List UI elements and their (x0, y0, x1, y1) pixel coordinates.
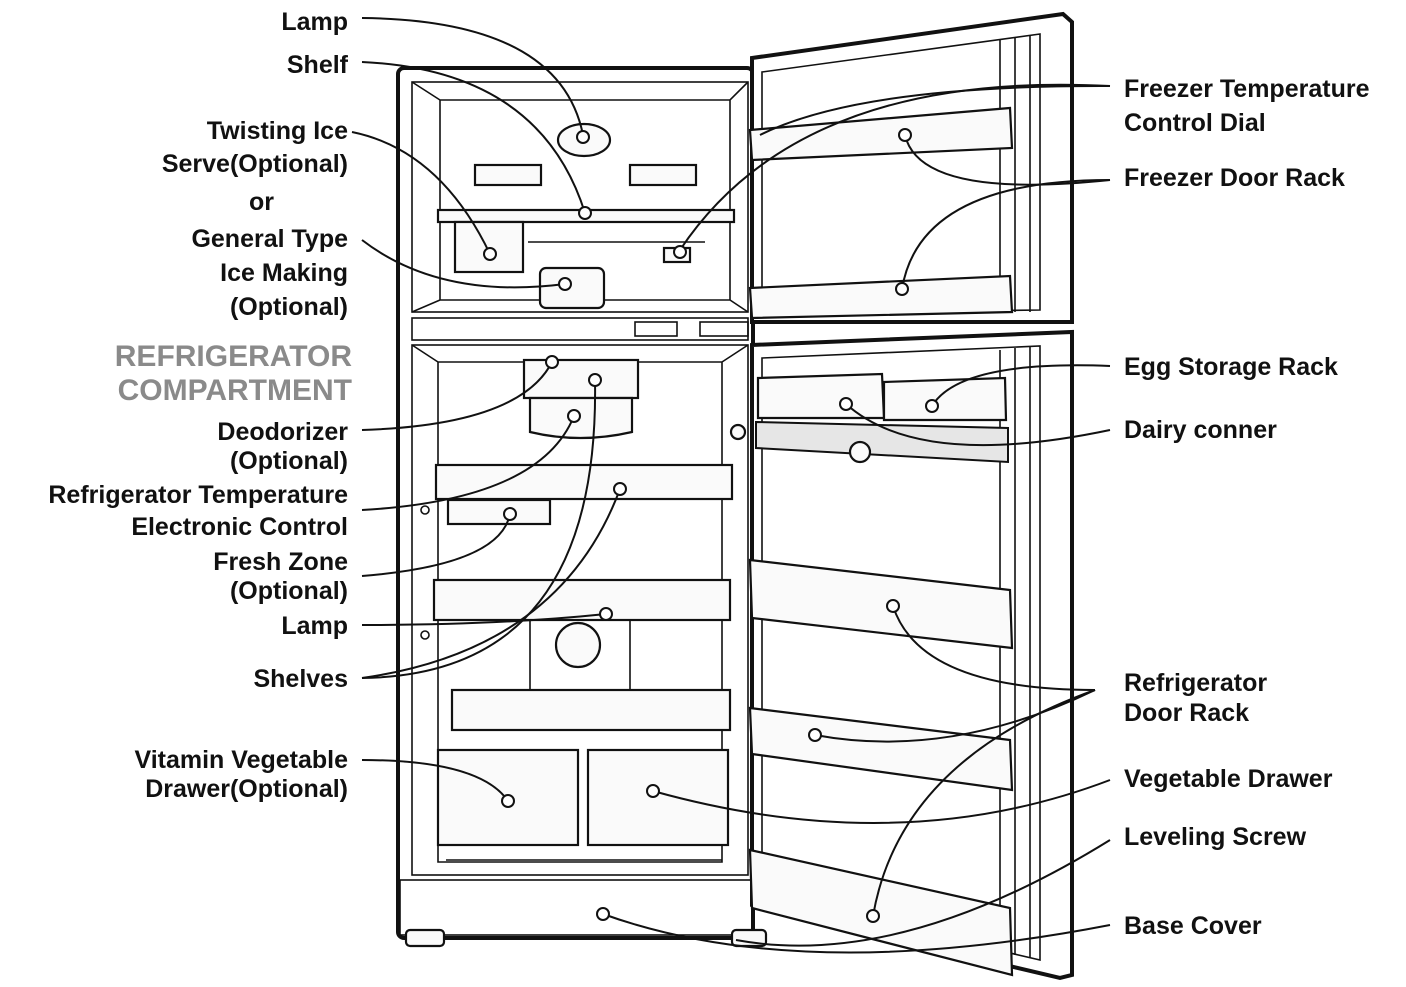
label-lamp-top: Lamp (281, 8, 348, 36)
label-fridge-temp-1: Refrigerator Temperature (48, 481, 348, 509)
label-vitamin-2: Drawer(Optional) (145, 775, 348, 803)
callout-points (483, 128, 939, 923)
label-general-ice-2: Ice Making (220, 259, 348, 287)
label-freezer-temp-1: Freezer Temperature (1124, 75, 1370, 103)
label-base-cover: Base Cover (1124, 912, 1262, 940)
left-labels: Lamp Shelf Twisting Ice Serve(Optional) … (48, 8, 348, 803)
right-labels: Freezer Temperature Control Dial Freezer… (1124, 75, 1370, 940)
label-freezer-door-rack: Freezer Door Rack (1124, 164, 1345, 192)
label-deodorizer-2: (Optional) (230, 447, 348, 475)
label-fridge-temp-2: Electronic Control (131, 513, 348, 541)
section-heading-line1: REFRIGERATOR (115, 340, 353, 373)
fridge-interior (420, 358, 734, 861)
label-deodorizer-1: Deodorizer (217, 418, 348, 446)
label-fridge-door-rack-1: Refrigerator (1124, 669, 1267, 697)
section-heading-line2: COMPARTMENT (118, 374, 352, 407)
label-shelf: Shelf (287, 51, 349, 79)
label-general-ice-1: General Type (191, 225, 348, 253)
label-vegetable-drawer: Vegetable Drawer (1124, 765, 1333, 793)
label-twisting-ice-2: Serve(Optional) (162, 150, 348, 178)
label-twisting-ice-1: Twisting Ice (207, 117, 348, 145)
label-or: or (249, 188, 274, 216)
freezer-door (748, 11, 1074, 324)
label-fresh-zone-2: (Optional) (230, 577, 348, 605)
label-lamp-bottom: Lamp (281, 612, 348, 640)
label-shelves: Shelves (253, 665, 348, 693)
fridge-door (729, 329, 1074, 981)
label-dairy: Dairy conner (1124, 416, 1277, 444)
label-egg-storage: Egg Storage Rack (1124, 353, 1338, 381)
label-freezer-temp-2: Control Dial (1124, 109, 1266, 137)
label-general-ice-3: (Optional) (230, 293, 348, 321)
leader-lines (351, 17, 1111, 954)
label-leveling-screw: Leveling Screw (1124, 823, 1307, 851)
label-fridge-door-rack-2: Door Rack (1124, 699, 1249, 727)
label-vitamin-1: Vitamin Vegetable (134, 746, 348, 774)
label-fresh-zone-1: Fresh Zone (213, 548, 348, 576)
